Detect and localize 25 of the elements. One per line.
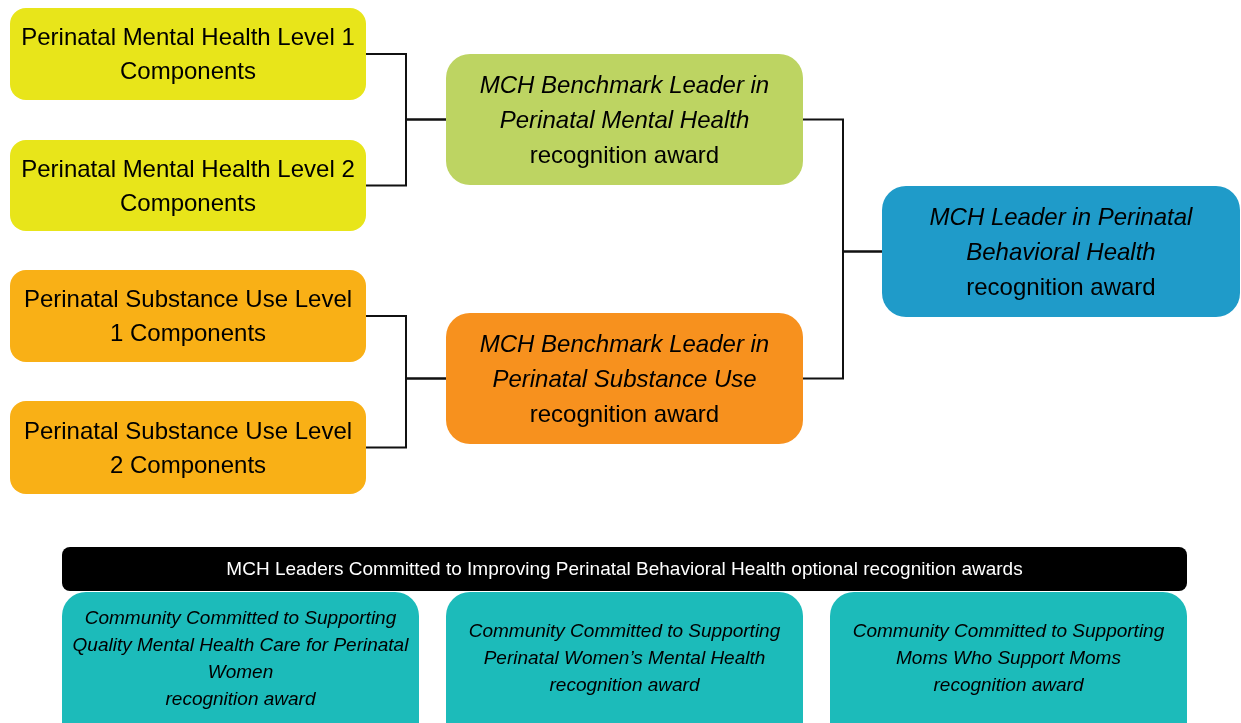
award-subtitle: recognition award: [966, 272, 1156, 302]
header-bar: [62, 547, 1187, 591]
component-box: [10, 8, 366, 100]
award-title: Perinatal Substance Use Level 1 Components: [22, 284, 354, 348]
connector-line: [365, 377, 447, 449]
award-box: [446, 54, 803, 185]
award-box: [882, 186, 1240, 317]
award-subtitle: recognition award: [165, 686, 316, 711]
component-box: [10, 401, 366, 494]
award-title: Perinatal Mental Health Level 1 Components: [20, 22, 356, 86]
optional-award-box: [830, 592, 1187, 723]
award-subtitle: recognition award: [549, 673, 700, 697]
award-subtitle: recognition award: [933, 673, 1084, 697]
award-title: Perinatal Mental Health Level 2 Components: [20, 153, 356, 218]
connector-line: [802, 250, 883, 380]
optional-award-box: [446, 592, 803, 723]
optional-award-box: [62, 592, 419, 723]
award-box: [446, 313, 803, 444]
award-title: Perinatal Substance Use Level 2 Components: [22, 415, 354, 480]
connector-line: [365, 118, 447, 187]
award-title: MCH Leaders Committed to Improving Perinatal Behavioral Health optional recognition awards: [226, 557, 1023, 581]
award-subtitle: recognition award: [529, 140, 720, 170]
component-box: [10, 140, 366, 231]
award-subtitle: recognition award: [529, 399, 720, 429]
component-box: [10, 270, 366, 362]
